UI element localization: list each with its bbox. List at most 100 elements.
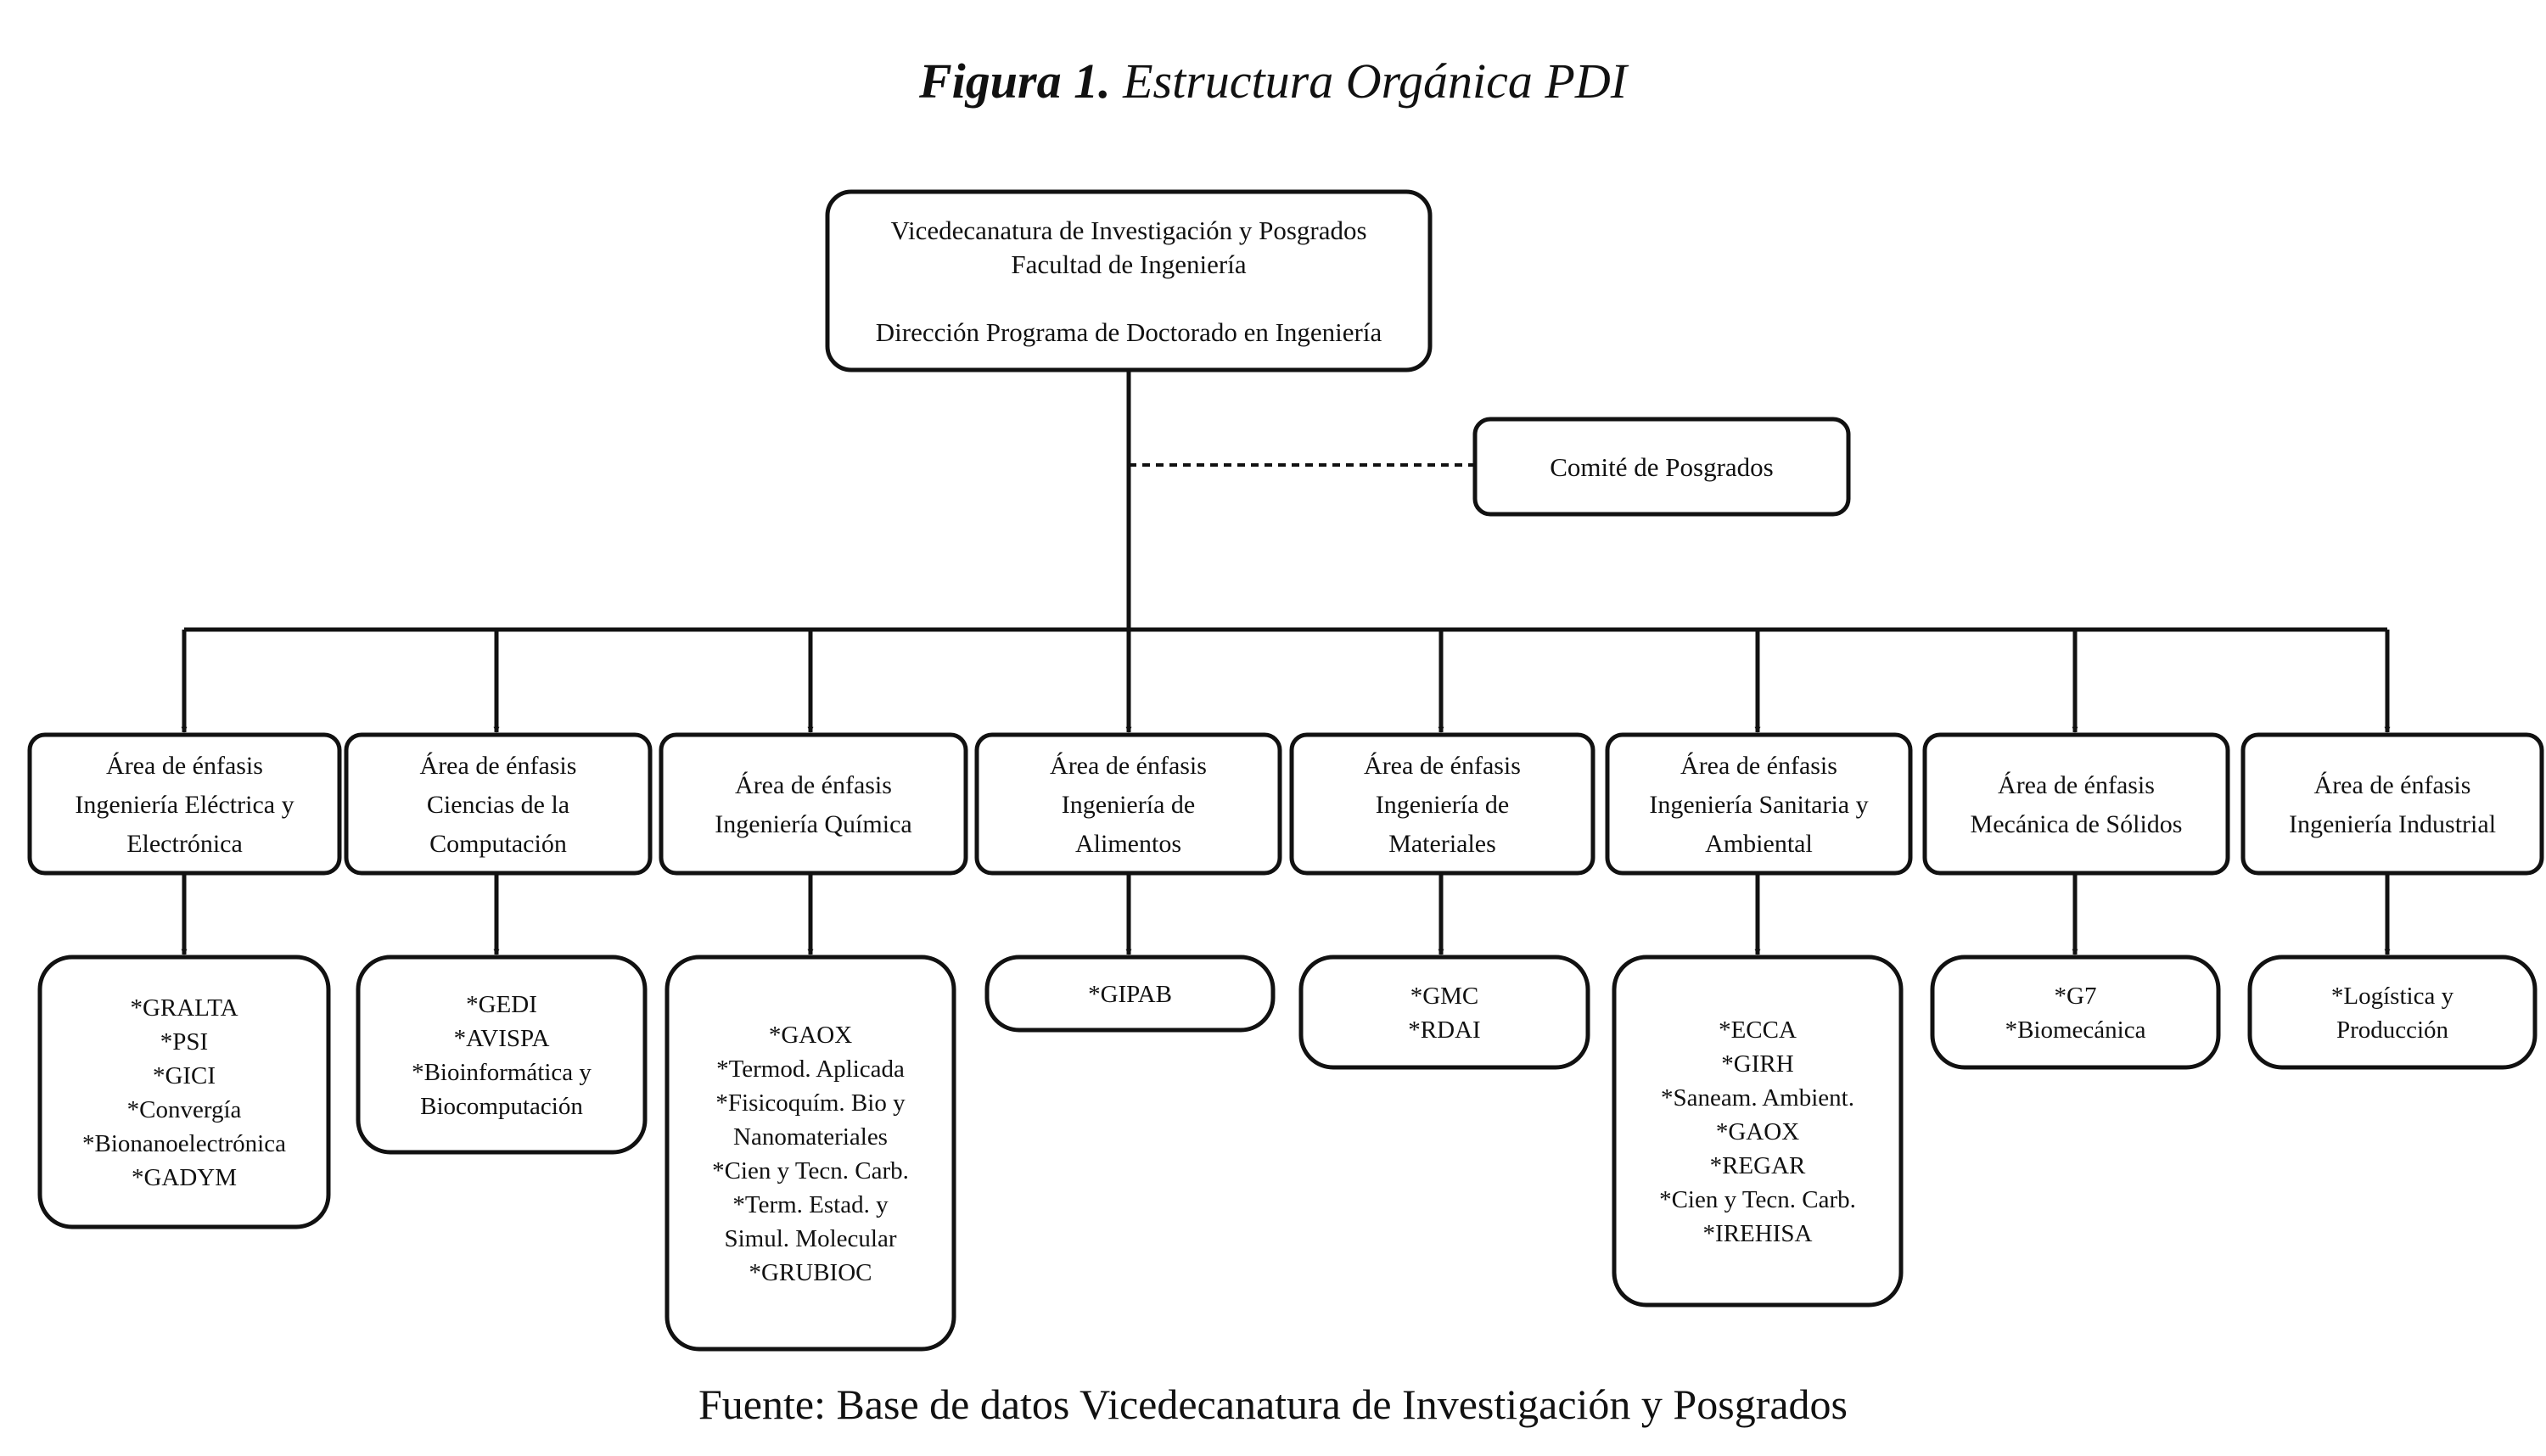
area-node-line: Área de énfasis bbox=[1050, 752, 1207, 780]
group-node-line: *G7 bbox=[2055, 983, 2097, 1010]
top-node-line: Dirección Programa de Doctorado en Ingen… bbox=[876, 317, 1382, 347]
area-node-frame bbox=[1605, 732, 1913, 876]
group-node-line: *Biomecánica bbox=[2005, 1016, 2146, 1044]
area-node-line: Área de énfasis bbox=[1680, 752, 1837, 780]
group-node-line: *GIPAB bbox=[1088, 981, 1172, 1008]
area-node-line: Área de énfasis bbox=[420, 752, 577, 780]
group-node-line: *AVISPA bbox=[454, 1025, 550, 1052]
group-node-line: *Fisicoquím. Bio y bbox=[715, 1089, 906, 1117]
group-node: *Logística y Producción bbox=[2247, 955, 2538, 1070]
area-node-line: Computación bbox=[429, 830, 567, 858]
group-node: *G7 *Biomecánica bbox=[1930, 955, 2221, 1070]
figure-source: Fuente: Base de datos Vicedecanatura de … bbox=[698, 1380, 1848, 1428]
area-node-line: Ingeniería Química bbox=[715, 810, 911, 838]
area-node-line: Mecánica de Sólidos bbox=[1971, 810, 2183, 838]
area-node-line: Ingeniería Industrial bbox=[2289, 810, 2496, 838]
group-node-line: *GADYM bbox=[132, 1164, 237, 1191]
area-node-line: Área de énfasis bbox=[2314, 771, 2471, 799]
group-node: *GMC *RDAI bbox=[1298, 955, 1590, 1070]
group-node-line: *GMC bbox=[1410, 983, 1479, 1010]
group-node-line: Nanomateriales bbox=[733, 1123, 888, 1151]
area-node-line: Ingeniería Eléctrica y bbox=[75, 791, 294, 819]
committee-node-frame bbox=[1472, 417, 1851, 517]
area-node-line: Ciencias de la bbox=[427, 791, 569, 819]
group-node-frame bbox=[1298, 955, 1590, 1070]
group-node-line: *GIRH bbox=[1721, 1050, 1793, 1078]
group-node-line: *Cien y Tecn. Carb. bbox=[1659, 1186, 1856, 1213]
group-node-line: *Cien y Tecn. Carb. bbox=[712, 1157, 909, 1184]
area-node-line: Ingeniería de bbox=[1062, 791, 1195, 819]
nodes: Vicedecanatura de Investigación y Posgra… bbox=[27, 189, 2544, 1352]
group-node-line: *GAOX bbox=[1716, 1118, 1799, 1145]
top-node: Vicedecanatura de Investigación y Posgra… bbox=[825, 189, 1433, 372]
group-node-line: *PSI bbox=[160, 1028, 208, 1056]
group-node-frame bbox=[2247, 955, 2538, 1070]
group-node-line: *Convergía bbox=[127, 1096, 242, 1123]
top-node-frame bbox=[825, 189, 1433, 372]
group-node: *GAOX *Termod. Aplicada *Fisicoquím. Bio y… bbox=[665, 955, 956, 1352]
group-node-line: *GAOX bbox=[769, 1022, 852, 1049]
group-node-line: *ECCA bbox=[1719, 1016, 1797, 1044]
group-node-line: Biocomputación bbox=[420, 1093, 583, 1120]
area-node-line: Materiales bbox=[1388, 830, 1496, 858]
group-node-line: *Term. Estad. y bbox=[732, 1191, 889, 1218]
group-node-line: *Logística y bbox=[2331, 983, 2454, 1010]
group-node-line: *Bionanoelectrónica bbox=[82, 1130, 286, 1157]
area-node-line: Ambiental bbox=[1705, 830, 1813, 858]
area-node-line: Área de énfasis bbox=[1998, 771, 2155, 799]
group-node-line: Producción bbox=[2336, 1016, 2449, 1044]
figure-label: Figura 1. bbox=[918, 53, 1111, 109]
group-node-line: *GRUBIOC bbox=[749, 1259, 872, 1286]
figure-title-text: Estructura Orgánica PDI bbox=[1123, 53, 1628, 109]
area-node-frame bbox=[1922, 732, 2230, 876]
group-node-line: *Saneam. Ambient. bbox=[1661, 1084, 1854, 1112]
group-node-line: *GICI bbox=[153, 1062, 216, 1089]
area-node-frame bbox=[2240, 732, 2544, 876]
group-node-frame bbox=[1930, 955, 2221, 1070]
group-node: *GIPAB bbox=[984, 955, 1276, 1033]
area-node-line: Electrónica bbox=[126, 830, 243, 858]
group-node: *GRALTA *PSI *GICI *Convergía *Bionanoelectr… bbox=[37, 955, 331, 1229]
figure-title: Figura 1. Estructura Orgánica PDI bbox=[0, 53, 2546, 109]
group-node: *GEDI *AVISPA *Bioinformática y Biocomputac… bbox=[356, 955, 648, 1155]
top-node-line: Facultad de Ingeniería bbox=[1011, 249, 1246, 279]
group-node-frame bbox=[1612, 955, 1904, 1308]
connectors bbox=[181, 370, 2391, 955]
area-node-frame bbox=[659, 732, 968, 876]
group-node-line: Simul. Molecular bbox=[725, 1225, 897, 1252]
group-node-frame bbox=[665, 955, 956, 1352]
group-node-line: *RDAI bbox=[1408, 1016, 1480, 1044]
area-node-frame bbox=[27, 732, 342, 876]
group-node-frame bbox=[356, 955, 648, 1155]
area-node-frame bbox=[344, 732, 653, 876]
group-node-line: *Bioinformática y bbox=[412, 1059, 592, 1086]
top-node-line: Vicedecanatura de Investigación y Posgra… bbox=[890, 216, 1366, 245]
area-node-line: Área de énfasis bbox=[735, 771, 892, 799]
group-node-line: *GEDI bbox=[466, 991, 537, 1018]
committee-node: Comité de Posgrados bbox=[1472, 417, 1851, 517]
area-node-frame bbox=[974, 732, 1282, 876]
committee-node-line: Comité de Posgrados bbox=[1550, 452, 1774, 482]
group-node-line: *GRALTA bbox=[130, 994, 238, 1022]
area-node-line: Área de énfasis bbox=[106, 752, 263, 780]
group-node: *ECCA *GIRH *Saneam. Ambient. *GAOX *REGAR *C… bbox=[1612, 955, 1904, 1308]
area-node-line: Área de énfasis bbox=[1364, 752, 1521, 780]
group-node-line: *REGAR bbox=[1710, 1152, 1806, 1179]
group-node-frame bbox=[984, 955, 1276, 1033]
group-node-line: *IREHISA bbox=[1703, 1220, 1813, 1247]
area-node-frame bbox=[1289, 732, 1595, 876]
group-node-line: *Termod. Aplicada bbox=[716, 1056, 905, 1083]
area-node-line: Ingeniería Sanitaria y bbox=[1649, 791, 1868, 819]
area-node-line: Ingeniería de bbox=[1376, 791, 1509, 819]
area-node-line: Alimentos bbox=[1075, 830, 1181, 858]
group-node-frame bbox=[37, 955, 331, 1229]
